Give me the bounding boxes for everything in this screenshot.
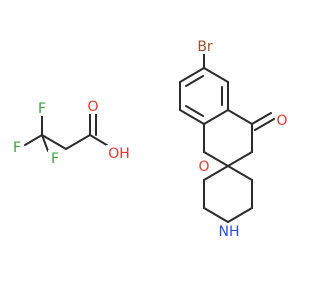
bond [24, 134, 43, 146]
bond [203, 151, 229, 167]
bond [227, 165, 253, 181]
bromine-label: Br [197, 39, 213, 55]
hydroxyl-label: OH [108, 146, 130, 162]
bond [41, 134, 67, 150]
bond [179, 67, 205, 83]
bond [65, 134, 91, 150]
bond [203, 109, 229, 125]
bond [179, 109, 205, 125]
bond [227, 109, 253, 125]
bond [203, 165, 229, 181]
chemical-structure: Br O O NH F F F O OH [12, 39, 288, 240]
fluorine-label: F [13, 140, 21, 156]
bond [203, 67, 229, 83]
bond [227, 151, 253, 167]
fluorine-label: F [38, 101, 46, 117]
bond [41, 134, 49, 152]
ring-oxygen-label: O [198, 159, 209, 175]
structure-canvas: Br O O NH F F F O OH [12, 39, 288, 240]
aromatic-bond [185, 75, 204, 87]
fluorine-label: F [51, 151, 59, 167]
bond [203, 207, 229, 223]
aromatic-bond [185, 105, 204, 117]
amine-label: NH [219, 224, 240, 240]
bond [251, 112, 272, 125]
bond [227, 207, 253, 223]
carbonyl-oxygen-label: O [87, 99, 98, 115]
ketone-oxygen-label: O [276, 113, 287, 129]
bond [254, 118, 275, 131]
